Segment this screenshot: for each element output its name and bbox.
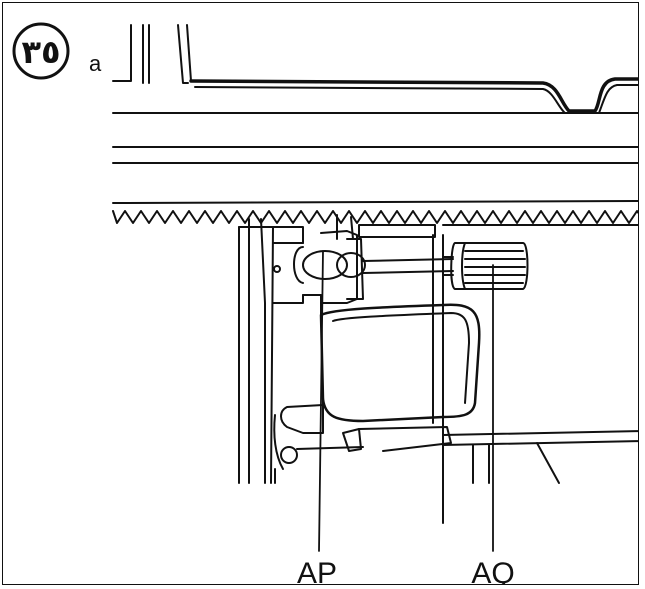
leader-lines [318, 250, 494, 552]
step-badge: ٣٥ a [12, 22, 102, 80]
toothed-rack [112, 210, 638, 224]
step-number: ٣٥ [21, 34, 60, 70]
callout-ap: AP [297, 557, 337, 585]
mechanical-diagram: ٣٥ a AP AQ [12, 22, 638, 585]
step-suffix: a [89, 51, 102, 76]
figure-frame: ٣٥ a AP AQ [2, 2, 639, 585]
carriage [238, 214, 454, 524]
callout-aq: AQ [471, 557, 514, 585]
top-rail [112, 24, 638, 114]
knurled-knob [442, 242, 529, 290]
guide-lines [112, 112, 638, 204]
clamp-plate [273, 303, 638, 484]
